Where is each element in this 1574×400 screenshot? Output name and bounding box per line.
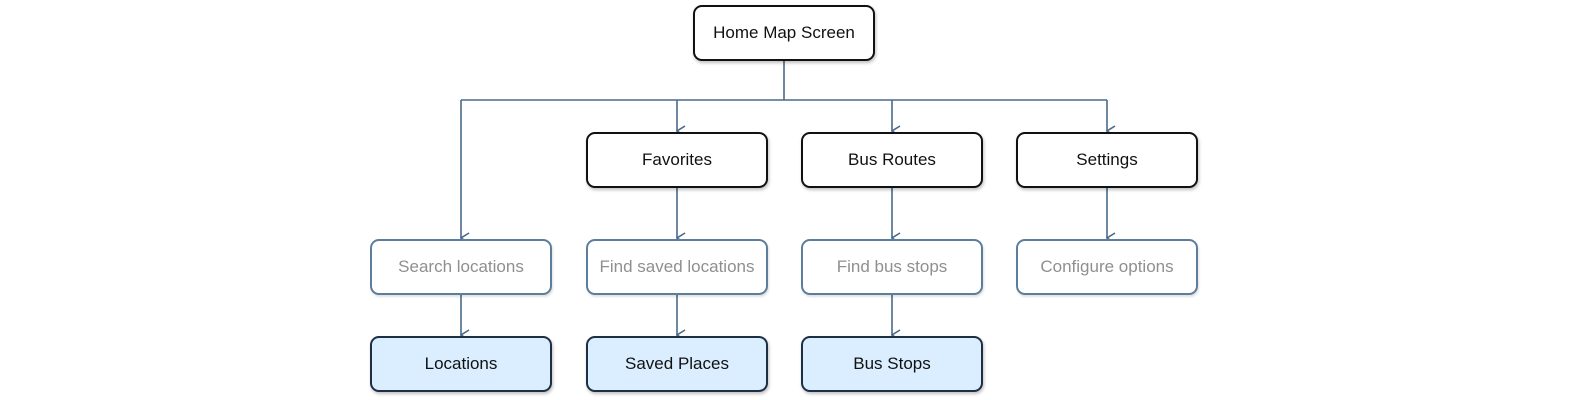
- node-label: Find saved locations: [599, 257, 755, 276]
- node-label: Favorites: [642, 150, 712, 169]
- node-bus-stops[interactable]: Bus Stops: [801, 336, 983, 392]
- node-home-map-screen[interactable]: Home Map Screen: [693, 5, 875, 61]
- node-find-saved-locations[interactable]: Find saved locations: [586, 239, 768, 295]
- node-label: Bus Stops: [853, 354, 931, 373]
- node-label: Configure options: [1040, 257, 1174, 276]
- node-find-bus-stops[interactable]: Find bus stops: [801, 239, 983, 295]
- node-locations[interactable]: Locations: [370, 336, 552, 392]
- node-bus-routes[interactable]: Bus Routes: [801, 132, 983, 188]
- node-label: Bus Routes: [848, 150, 936, 169]
- node-label: Saved Places: [625, 354, 729, 373]
- node-label: Locations: [424, 354, 498, 373]
- node-search-locations[interactable]: Search locations: [370, 239, 552, 295]
- node-label: Home Map Screen: [713, 23, 855, 42]
- node-saved-places[interactable]: Saved Places: [586, 336, 768, 392]
- node-label: Find bus stops: [836, 257, 948, 276]
- node-label: Search locations: [398, 257, 524, 276]
- node-configure-options[interactable]: Configure options: [1016, 239, 1198, 295]
- node-favorites[interactable]: Favorites: [586, 132, 768, 188]
- node-label: Settings: [1076, 150, 1138, 169]
- node-settings[interactable]: Settings: [1016, 132, 1198, 188]
